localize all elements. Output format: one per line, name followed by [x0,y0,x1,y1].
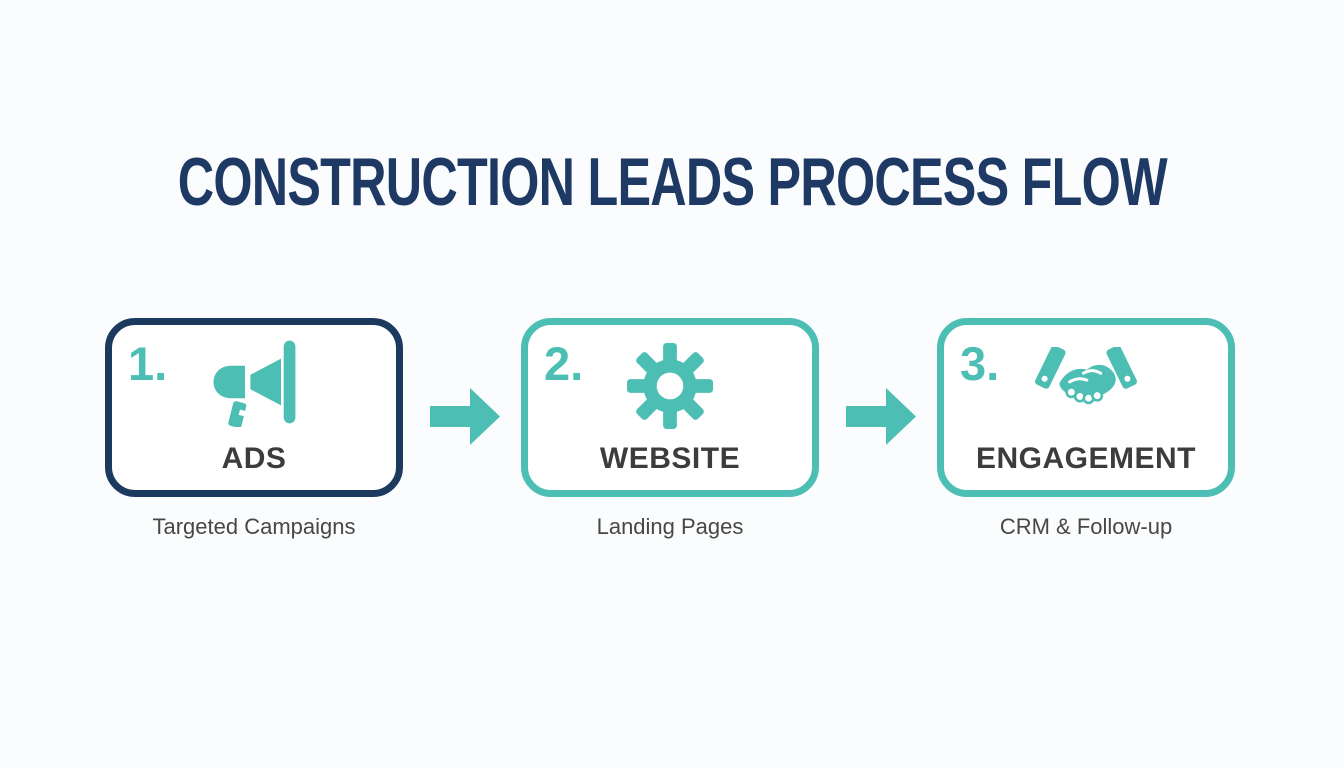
step-number-1: 1. [128,337,168,390]
step-sublabel-ads: Targeted Campaigns [152,514,356,539]
page-title: CONSTRUCTION LEADS PROCESS FLOW [0,148,1344,235]
step-box-engagement: 3. ENGAGEMENT [937,318,1235,497]
arrow-right-icon [430,388,500,445]
step-number-3: 3. [960,337,1000,390]
handshake-icon [1035,347,1137,405]
gear-icon [627,343,713,429]
step-sublabel-engagement: CRM & Follow-up [999,514,1173,539]
step-label-ads: ADS [221,442,287,475]
step-label-website: WEBSITE [599,442,741,475]
step-sublabel-website: Landing Pages [596,514,744,539]
step-label-engagement: ENGAGEMENT [975,442,1196,475]
step-number-2: 2. [544,337,584,390]
page-title-text: CONSTRUCTION LEADS PROCESS FLOW [177,144,1167,220]
arrow-right-icon [846,388,916,445]
megaphone-icon [213,340,296,427]
step-box-ads: 1. ADS [105,318,403,497]
step-box-website: 2. WEBSITE [521,318,819,497]
